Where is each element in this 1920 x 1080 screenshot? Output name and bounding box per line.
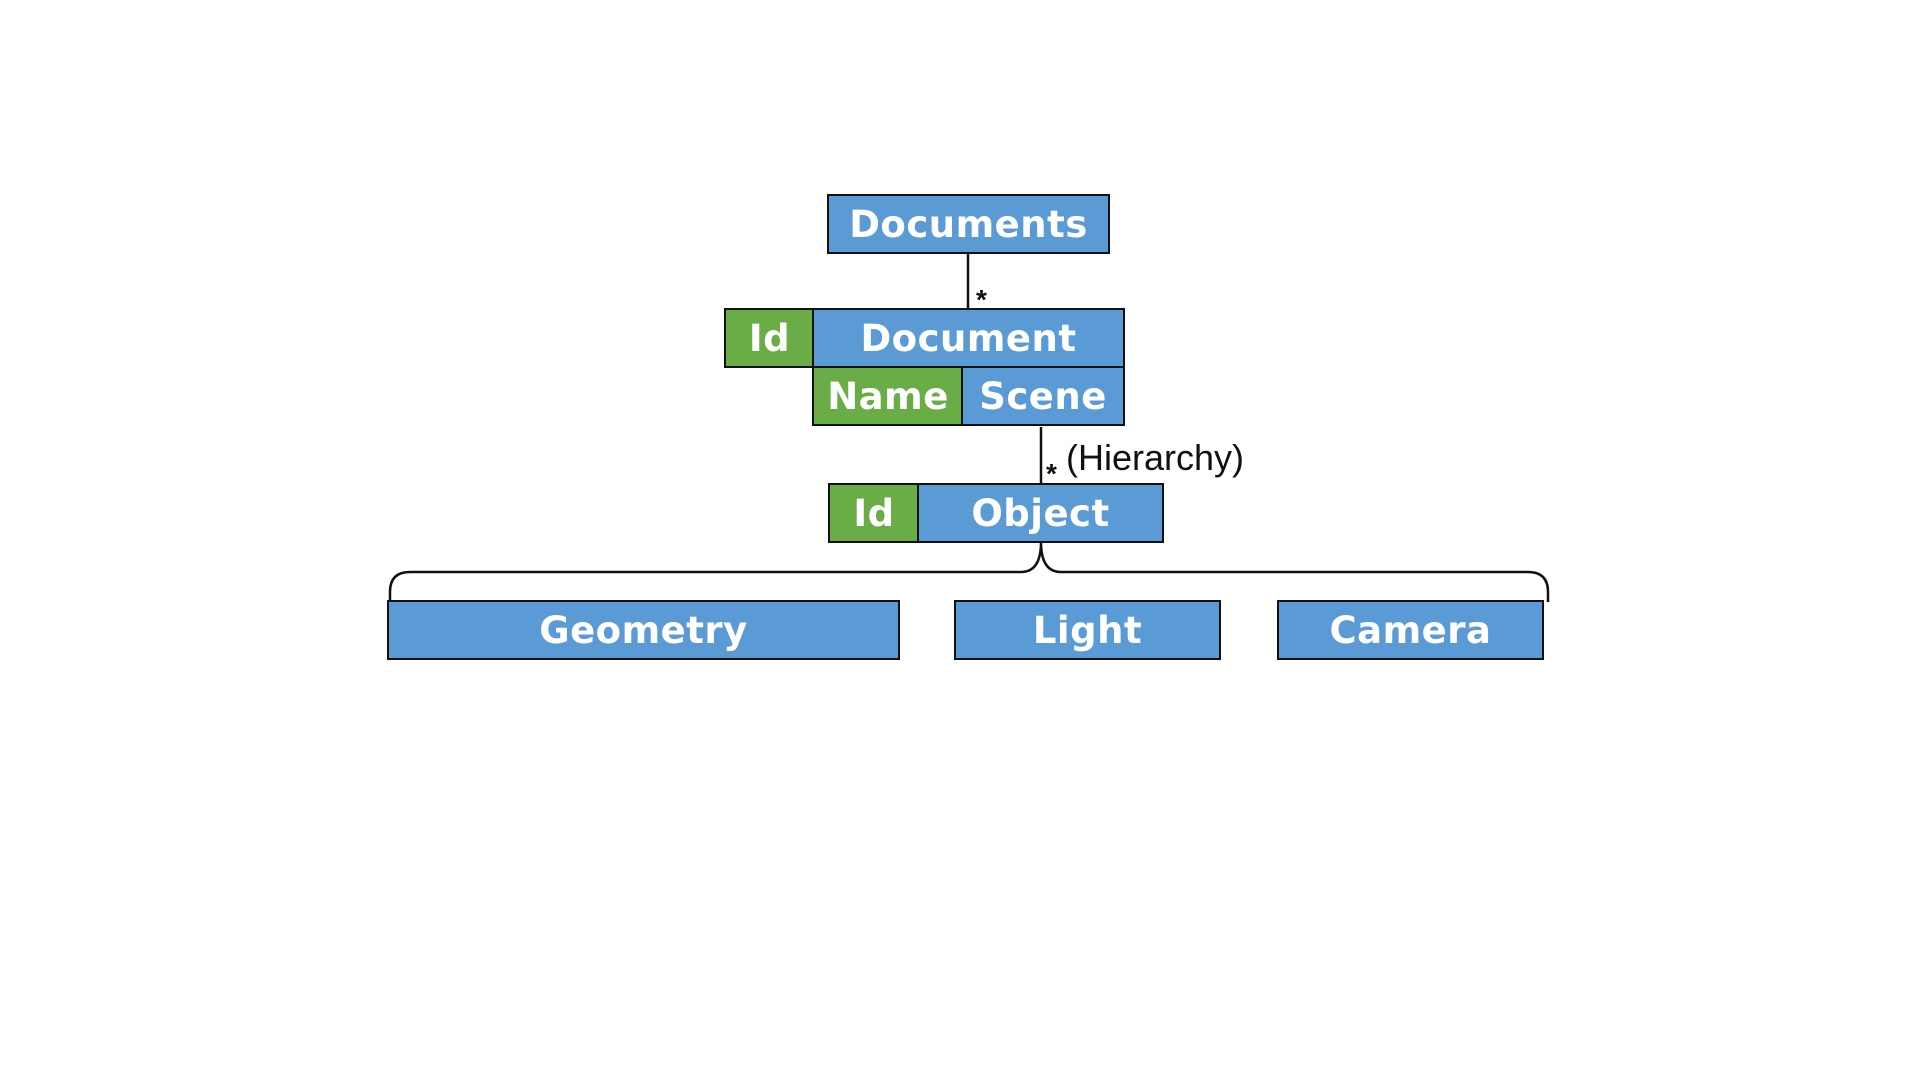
light-entity: Light bbox=[954, 600, 1221, 660]
object-entity: Object bbox=[917, 483, 1164, 543]
object-multiplicity: * bbox=[1046, 458, 1057, 489]
object-id-key: Id bbox=[828, 483, 920, 543]
documents-multiplicity: * bbox=[976, 284, 987, 315]
camera-entity: Camera bbox=[1277, 600, 1544, 660]
document-id-key: Id bbox=[724, 308, 815, 368]
geometry-entity: Geometry bbox=[387, 600, 900, 660]
hierarchy-relation-label: (Hierarchy) bbox=[1066, 437, 1245, 478]
document-name-attribute: Name bbox=[812, 366, 964, 426]
document-scene-attribute: Scene bbox=[961, 366, 1125, 426]
document-entity: Document bbox=[812, 308, 1125, 368]
documents-entity: Documents bbox=[827, 194, 1110, 254]
subtype-brace bbox=[388, 541, 1550, 602]
